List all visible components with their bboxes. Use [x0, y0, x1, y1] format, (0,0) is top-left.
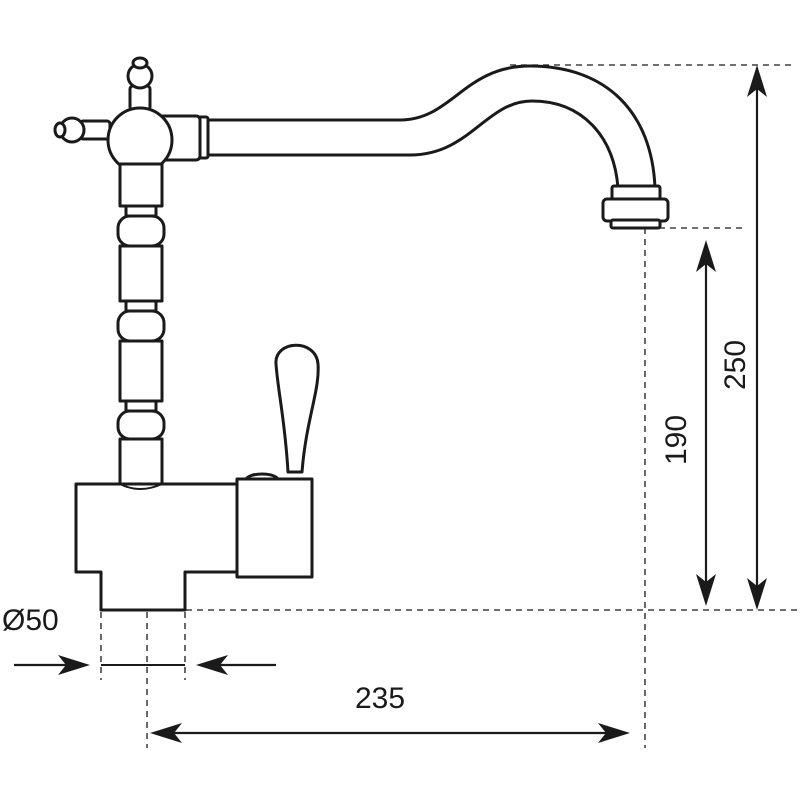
- lever-handle: [274, 343, 320, 474]
- column-segment: [118, 339, 164, 403]
- faucet-body: [74, 482, 242, 612]
- nozzle-body: [601, 197, 670, 223]
- hub-sphere: [106, 106, 174, 174]
- spout-pipe: [203, 64, 657, 190]
- column-base-joint: [119, 483, 163, 490]
- column-bead: [116, 309, 166, 343]
- arrowhead-left: [150, 723, 182, 743]
- column-bead: [116, 409, 166, 441]
- dimension-label-spout-height: 190: [660, 415, 693, 465]
- left-knob-cap: [53, 121, 67, 139]
- column-segment: [118, 162, 164, 208]
- arrowhead-right: [58, 655, 90, 675]
- dimension-label-diameter: Ø50: [2, 604, 59, 637]
- dimension-label-horizontal-reach: 235: [355, 682, 405, 715]
- column-segment: [118, 437, 164, 487]
- top-knob-cap: [131, 56, 149, 70]
- column-bead: [116, 214, 166, 248]
- arrowhead-up: [696, 240, 716, 272]
- top-knob-stem: [128, 84, 152, 112]
- arrowhead-down: [696, 574, 716, 606]
- arrowhead-up: [747, 65, 767, 97]
- column-segment: [118, 244, 164, 303]
- dimension-label-overall-height: 250: [719, 340, 752, 390]
- arrowhead-left: [196, 655, 228, 675]
- arrowhead-down: [747, 578, 767, 610]
- handle-base-block: [235, 477, 314, 579]
- nozzle-tip: [609, 218, 662, 230]
- arrowhead-right: [598, 723, 630, 743]
